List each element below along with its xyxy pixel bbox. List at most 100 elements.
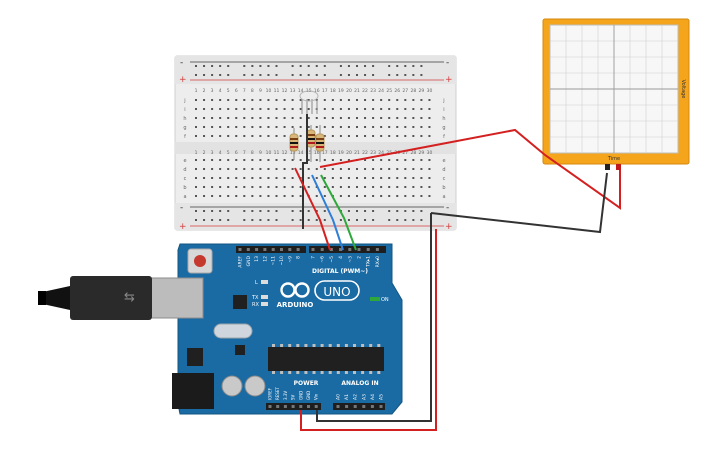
header-hole[interactable] xyxy=(255,248,259,251)
breadboard-hole[interactable] xyxy=(404,186,407,188)
breadboard-hole[interactable] xyxy=(388,108,391,110)
breadboard-hole[interactable] xyxy=(404,117,407,119)
breadboard-hole[interactable] xyxy=(380,99,383,101)
breadboard-hole[interactable] xyxy=(356,195,358,197)
breadboard-hole[interactable] xyxy=(396,117,399,119)
breadboard-hole[interactable] xyxy=(299,117,302,119)
breadboard-hole[interactable] xyxy=(404,159,407,161)
breadboard-hole[interactable] xyxy=(283,195,286,197)
breadboard-hole[interactable] xyxy=(227,108,230,110)
breadboard-hole[interactable] xyxy=(235,117,238,119)
rail-hole[interactable] xyxy=(267,219,270,221)
rail-hole[interactable] xyxy=(404,219,407,221)
breadboard-hole[interactable] xyxy=(219,159,222,161)
breadboard-hole[interactable] xyxy=(331,126,334,128)
breadboard-hole[interactable] xyxy=(412,126,415,128)
header-hole[interactable] xyxy=(314,405,318,408)
resistor-3[interactable] xyxy=(315,125,325,162)
rail-hole[interactable] xyxy=(323,65,326,67)
breadboard-hole[interactable] xyxy=(195,159,197,161)
breadboard-hole[interactable] xyxy=(219,186,222,188)
breadboard-hole[interactable] xyxy=(339,99,342,101)
rail-hole[interactable] xyxy=(251,219,254,221)
breadboard-hole[interactable] xyxy=(356,126,358,128)
breadboard-hole[interactable] xyxy=(211,126,214,128)
breadboard-hole[interactable] xyxy=(339,135,342,137)
breadboard-hole[interactable] xyxy=(283,186,286,188)
breadboard-hole[interactable] xyxy=(331,159,334,161)
breadboard-hole[interactable] xyxy=(412,117,415,119)
breadboard-hole[interactable] xyxy=(372,117,375,119)
breadboard-hole[interactable] xyxy=(396,126,399,128)
breadboard-hole[interactable] xyxy=(428,195,431,197)
breadboard-hole[interactable] xyxy=(211,195,214,197)
breadboard-hole[interactable] xyxy=(235,177,238,179)
rail-hole[interactable] xyxy=(275,219,278,221)
rail-hole[interactable] xyxy=(259,219,262,221)
rail-hole[interactable] xyxy=(356,210,358,212)
breadboard-hole[interactable] xyxy=(372,135,375,137)
rail-hole[interactable] xyxy=(243,219,246,221)
breadboard-hole[interactable] xyxy=(291,126,294,128)
breadboard-hole[interactable] xyxy=(267,135,270,137)
breadboard-hole[interactable] xyxy=(388,117,391,119)
breadboard-hole[interactable] xyxy=(203,159,206,161)
breadboard-hole[interactable] xyxy=(267,117,270,119)
breadboard-hole[interactable] xyxy=(227,99,230,101)
breadboard-hole[interactable] xyxy=(388,159,391,161)
breadboard-hole[interactable] xyxy=(380,159,383,161)
breadboard-hole[interactable] xyxy=(291,186,294,188)
breadboard-hole[interactable] xyxy=(203,168,206,170)
breadboard-hole[interactable] xyxy=(227,177,230,179)
breadboard-hole[interactable] xyxy=(412,195,415,197)
breadboard-hole[interactable] xyxy=(259,135,262,137)
rail-hole[interactable] xyxy=(307,219,310,221)
breadboard-hole[interactable] xyxy=(356,135,358,137)
breadboard-hole[interactable] xyxy=(428,126,431,128)
rail-hole[interactable] xyxy=(356,74,358,76)
header-hole[interactable] xyxy=(353,405,357,408)
header-hole[interactable] xyxy=(246,248,250,251)
breadboard-hole[interactable] xyxy=(347,117,350,119)
breadboard-hole[interactable] xyxy=(428,177,431,179)
breadboard-hole[interactable] xyxy=(211,159,214,161)
breadboard-hole[interactable] xyxy=(364,177,367,179)
rail-hole[interactable] xyxy=(219,65,222,67)
breadboard-hole[interactable] xyxy=(372,195,375,197)
breadboard-hole[interactable] xyxy=(347,186,350,188)
rail-hole[interactable] xyxy=(299,210,302,212)
breadboard-hole[interactable] xyxy=(331,108,334,110)
breadboard-hole[interactable] xyxy=(267,108,270,110)
breadboard-hole[interactable] xyxy=(219,117,222,119)
breadboard-hole[interactable] xyxy=(428,99,431,101)
breadboard-hole[interactable] xyxy=(315,177,318,179)
rail-hole[interactable] xyxy=(364,65,367,67)
breadboard-hole[interactable] xyxy=(388,195,391,197)
rail-hole[interactable] xyxy=(323,210,326,212)
breadboard-hole[interactable] xyxy=(243,117,246,119)
breadboard-hole[interactable] xyxy=(259,195,262,197)
arduino-uno[interactable]: ⇆ L TX RX ON ARDUINO UNO xyxy=(38,243,403,415)
breadboard-hole[interactable] xyxy=(203,126,206,128)
breadboard-hole[interactable] xyxy=(388,168,391,170)
wire-black-led-common[interactable] xyxy=(302,114,308,229)
breadboard-hole[interactable] xyxy=(428,159,431,161)
breadboard-hole[interactable] xyxy=(404,135,407,137)
rail-hole[interactable] xyxy=(372,74,375,76)
header-hole[interactable] xyxy=(320,248,324,251)
breadboard-hole[interactable] xyxy=(420,135,423,137)
breadboard-hole[interactable] xyxy=(396,108,399,110)
breadboard-hole[interactable] xyxy=(396,186,399,188)
rail-hole[interactable] xyxy=(251,65,254,67)
breadboard-hole[interactable] xyxy=(195,135,197,137)
breadboard-hole[interactable] xyxy=(211,177,214,179)
breadboard-hole[interactable] xyxy=(275,168,278,170)
breadboard-hole[interactable] xyxy=(283,177,286,179)
breadboard-hole[interactable] xyxy=(372,186,375,188)
rail-hole[interactable] xyxy=(396,210,399,212)
rgb-led[interactable] xyxy=(299,90,319,114)
breadboard-hole[interactable] xyxy=(396,168,399,170)
breadboard-hole[interactable] xyxy=(203,177,206,179)
breadboard-hole[interactable] xyxy=(347,159,350,161)
breadboard-hole[interactable] xyxy=(251,159,254,161)
